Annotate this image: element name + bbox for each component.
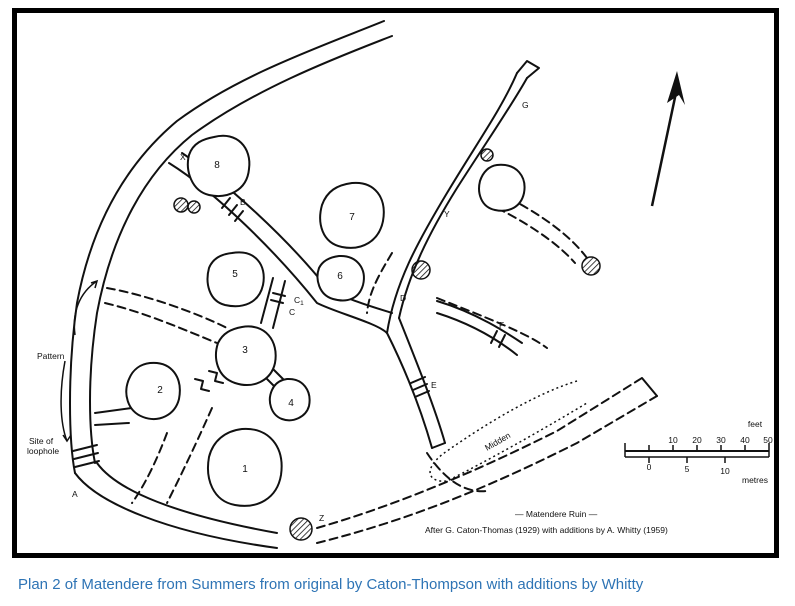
enclosure-label-8: 8 — [214, 160, 220, 171]
enclosure-label-5: 5 — [232, 269, 238, 280]
wall-d-g — [386, 60, 540, 334]
pattern-arrows — [60, 279, 99, 443]
enclosure-1 — [207, 427, 283, 507]
wall-d-e — [386, 317, 446, 449]
wall-letter-g: G — [522, 100, 529, 110]
zigzag-feature — [194, 378, 210, 392]
wall-letter-x: X — [180, 152, 186, 162]
scale-bar: feet 10 20 30 40 50 0 5 10 metres — [624, 419, 773, 485]
south-wall — [74, 377, 658, 549]
scale-metres-label: metres — [742, 475, 768, 485]
hatched-feature — [187, 200, 201, 214]
enclosure-2 — [125, 361, 181, 420]
wall-letter-d: D — [400, 293, 406, 303]
enclosure-label-4: 4 — [288, 398, 294, 409]
plan-credit: After G. Caton-Thomas (1929) with additi… — [425, 525, 668, 535]
hatched-feature — [173, 197, 189, 213]
hatched-feature — [480, 148, 494, 162]
scale-feet-tick: 30 — [716, 435, 726, 445]
scale-feet-tick: 20 — [692, 435, 702, 445]
enclosure-label-3: 3 — [242, 345, 248, 356]
hatched-feature — [411, 260, 431, 280]
enclosures — [125, 134, 526, 507]
plan-frame: 8 7 5 6 3 2 4 1 A B C C1 D E F G X Y Z P… — [12, 8, 779, 558]
site-plan: 8 7 5 6 3 2 4 1 A B C C1 D E F G X Y Z P… — [27, 20, 773, 549]
enclosure-5 — [206, 251, 265, 308]
hatched-features — [173, 148, 601, 541]
pattern-label: Pattern — [37, 351, 65, 361]
loophole-label: loophole — [27, 446, 59, 456]
scale-feet-tick: 10 — [668, 435, 678, 445]
wall-letter-z: Z — [319, 513, 324, 523]
wall-letter-b: B — [240, 197, 246, 207]
enclosure-7 — [319, 181, 385, 249]
enclosure-4 — [268, 377, 311, 422]
wall-letter-y: Y — [444, 209, 450, 219]
enclosure-label-6: 6 — [337, 271, 343, 282]
midden-area — [429, 380, 588, 482]
enclosure-east — [478, 163, 526, 212]
wall-letter-c: C — [289, 307, 295, 317]
enclosure-3 — [215, 325, 277, 386]
dashed-walls — [104, 197, 588, 504]
wall-letter-e: E — [431, 380, 437, 390]
outer-wall — [69, 20, 393, 474]
scale-feet-label: feet — [748, 419, 763, 429]
scale-metres-tick: 10 — [720, 466, 730, 476]
wall-letter-c1: C1 — [294, 295, 304, 307]
site-of-label: Site of — [29, 436, 54, 446]
hatched-feature-z — [289, 517, 313, 541]
scale-feet-tick: 50 — [763, 435, 773, 445]
wall-c — [260, 277, 286, 329]
scale-metres-tick: 5 — [685, 464, 690, 474]
zigzag-feature — [208, 370, 224, 384]
enclosure-8 — [187, 134, 251, 197]
enclosure-label-2: 2 — [157, 385, 163, 396]
enclosure-label-7: 7 — [349, 212, 355, 223]
entrance-a — [72, 407, 133, 468]
hatched-feature — [581, 256, 601, 276]
enclosure-label-1: 1 — [242, 464, 248, 475]
plan-title: — Matendere Ruin — — [515, 509, 598, 519]
north-arrow-icon — [650, 71, 685, 207]
wall-f — [436, 300, 523, 356]
scale-metres-tick: 0 — [647, 462, 652, 472]
figure-caption: Plan 2 of Matendere from Summers from or… — [18, 576, 644, 593]
wall-letter-f: F — [499, 320, 504, 330]
wall-letter-a: A — [72, 489, 78, 499]
scale-feet-tick: 40 — [740, 435, 750, 445]
enclosure-6 — [316, 254, 365, 302]
